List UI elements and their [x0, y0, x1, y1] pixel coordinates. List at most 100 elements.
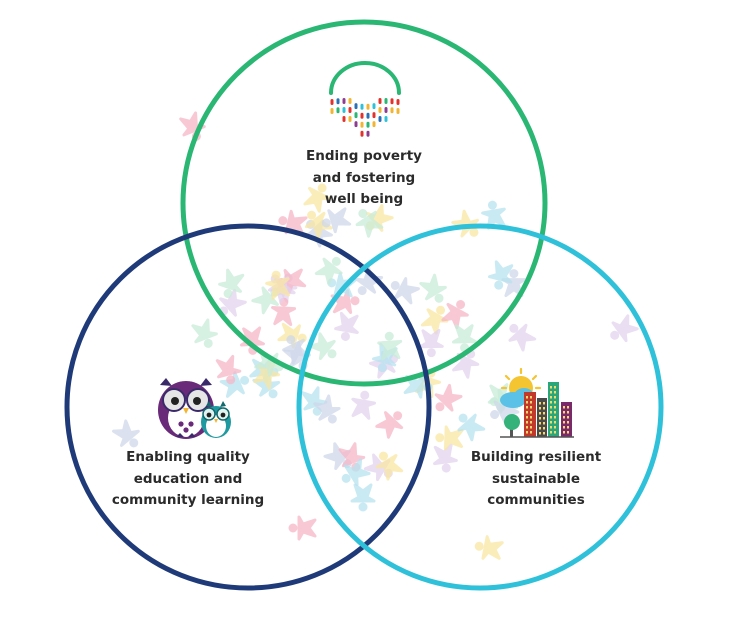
- label-line: and fostering: [312, 169, 416, 186]
- person-figure: [377, 331, 403, 361]
- circle-left: [64, 223, 432, 591]
- heart-bar: [390, 107, 394, 114]
- person-figure: [457, 413, 486, 442]
- person-figure: [481, 200, 506, 230]
- person-figure: [474, 535, 504, 560]
- heart-bar: [342, 116, 346, 122]
- person-figure: [355, 209, 384, 238]
- building-window: [539, 427, 541, 430]
- heart-bar: [330, 108, 334, 114]
- person-figure: [375, 451, 404, 481]
- label-line: well being: [324, 191, 404, 207]
- heart-bar: [372, 103, 376, 110]
- heart-bar: [360, 121, 364, 128]
- building-window: [539, 417, 541, 420]
- heart-bar: [336, 107, 340, 114]
- heart-bar: [336, 98, 340, 105]
- person-figure: [418, 328, 444, 358]
- heart-bar: [384, 116, 388, 122]
- building-window: [530, 411, 532, 414]
- heart-bar: [378, 107, 382, 113]
- building-window: [530, 426, 532, 429]
- building-window: [526, 401, 528, 404]
- person-figure: [434, 383, 463, 412]
- label-line: Enabling quality: [126, 449, 250, 465]
- person-figure: [435, 425, 464, 451]
- person-figure: [350, 483, 376, 512]
- building-window: [554, 431, 556, 434]
- heart-bar: [384, 98, 388, 104]
- building-window: [530, 396, 532, 399]
- person-figure: [375, 411, 404, 439]
- person-figure: [433, 443, 458, 473]
- heart-bar: [360, 103, 364, 110]
- building-window: [530, 416, 532, 419]
- person-figure: [308, 332, 337, 361]
- building-window: [554, 396, 556, 399]
- building-window: [554, 386, 556, 389]
- person-figure: [304, 210, 333, 240]
- heart-bar: [342, 98, 346, 104]
- building-window: [530, 421, 532, 424]
- heart-bar: [384, 107, 388, 113]
- building-window: [530, 406, 532, 409]
- building-window: [550, 401, 552, 404]
- building-window: [550, 396, 552, 399]
- building-window: [563, 406, 565, 409]
- person-figure: [451, 209, 479, 238]
- heart-bar: [372, 112, 376, 119]
- building-window: [567, 416, 569, 419]
- person-figure: [282, 335, 310, 365]
- circle-right: [296, 223, 664, 591]
- building-window: [539, 412, 541, 415]
- building-window: [554, 416, 556, 419]
- person-figure: [351, 390, 377, 420]
- heart-bar: [366, 130, 370, 137]
- building-window: [563, 431, 565, 434]
- person-figure: [112, 419, 140, 448]
- heart-bar: [354, 103, 358, 110]
- building-window: [554, 401, 556, 404]
- building-window: [539, 432, 541, 435]
- person-figure: [334, 311, 359, 341]
- heart-bar: [342, 107, 346, 113]
- person-figure: [420, 305, 449, 335]
- person-figure: [215, 354, 242, 385]
- building-window: [543, 407, 545, 410]
- building-window: [550, 391, 552, 394]
- label-line: Building resilient: [470, 449, 602, 465]
- building-window: [563, 416, 565, 419]
- person-figure: [441, 300, 469, 330]
- person-figure: [610, 314, 639, 343]
- heart-bar: [366, 112, 370, 119]
- building-window: [567, 421, 569, 424]
- person-figure: [314, 256, 343, 286]
- label-building-communities: Building resilient sustainable communiti…: [436, 447, 636, 512]
- person-figure: [303, 183, 331, 213]
- heart-of-people-icon: [329, 61, 401, 137]
- heart-bar: [348, 107, 352, 113]
- building-window: [550, 406, 552, 409]
- label-line: education and: [133, 470, 243, 487]
- heart-bar: [360, 130, 364, 137]
- person-figure: [330, 289, 360, 314]
- person-figure: [508, 323, 537, 352]
- building-window: [530, 401, 532, 404]
- building-window: [550, 386, 552, 389]
- building-window: [539, 402, 541, 405]
- person-figure: [321, 207, 352, 234]
- heart-bar: [396, 99, 400, 105]
- building-window: [554, 426, 556, 429]
- building-window: [550, 421, 552, 424]
- owls-icon: [158, 378, 231, 439]
- building-window: [567, 411, 569, 414]
- heart-bar: [366, 121, 370, 128]
- building-window: [550, 416, 552, 419]
- heart-bar: [390, 98, 394, 105]
- heart-bar: [378, 98, 382, 104]
- person-figure: [419, 273, 447, 303]
- building-window: [563, 421, 565, 424]
- person-figure: [390, 277, 420, 305]
